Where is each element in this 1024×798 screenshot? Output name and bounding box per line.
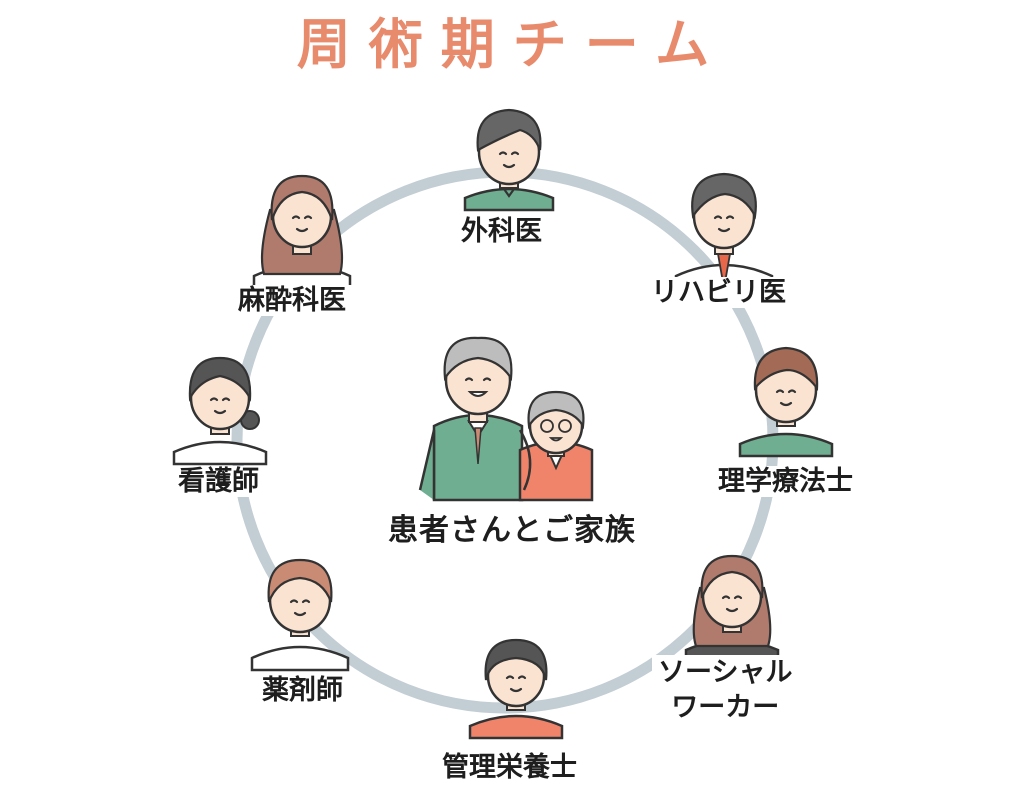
label-social-worker-line2: ワーカー (671, 692, 780, 724)
elderly-man-figure (418, 336, 524, 502)
label-physical-therapist: 理学療法士 (712, 466, 859, 498)
label-dietitian: 管理栄養士 (436, 752, 583, 784)
pharmacist-avatar (250, 558, 350, 672)
physical-therapist-avatar (738, 346, 834, 458)
label-anesthesiologist: 麻酔科医 (232, 285, 352, 317)
elderly-woman-figure (518, 390, 594, 502)
anesthesiologist-avatar (252, 174, 352, 290)
nurse-avatar (172, 356, 268, 466)
label-patient-family: 患者さんとご家族 (388, 513, 636, 548)
patient-family-illustration (418, 336, 594, 502)
label-social-worker-line1: ソーシャル (658, 657, 793, 688)
label-rehab-doctor: リハビリ医 (645, 277, 792, 309)
surgeon-avatar (463, 108, 555, 212)
label-surgeon: 外科医 (455, 216, 548, 248)
dietitian-avatar (468, 638, 564, 740)
rehab-doctor-avatar (674, 172, 774, 290)
label-nurse: 看護師 (172, 466, 265, 498)
page-title: 周術期チーム (296, 13, 728, 76)
label-social-worker: ソーシャル ワーカー (652, 655, 799, 726)
label-pharmacist: 薬剤師 (256, 675, 349, 707)
social-worker-avatar (684, 554, 780, 664)
